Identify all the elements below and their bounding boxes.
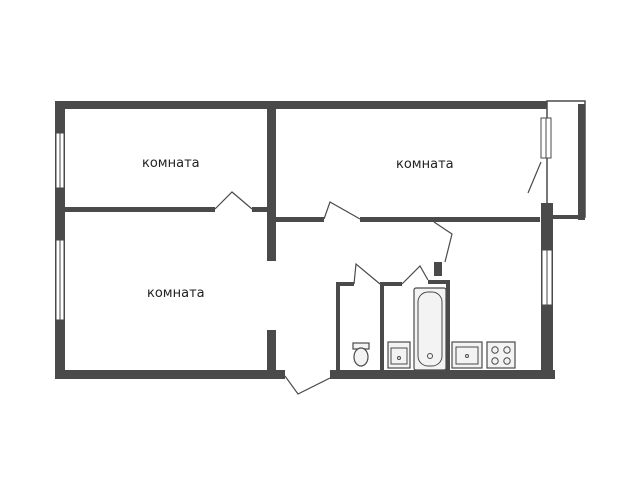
room-label-top-right: комната xyxy=(396,157,454,172)
room-label-bottom-left: комната xyxy=(147,286,205,301)
toilet-icon xyxy=(352,342,370,367)
kitchen-sink-icon xyxy=(451,341,483,369)
windows xyxy=(55,117,553,321)
room-label-top-left: комната xyxy=(142,156,200,171)
sink-icon xyxy=(387,341,411,369)
bathtub-icon xyxy=(413,287,447,371)
outer-walls xyxy=(55,101,555,379)
doors xyxy=(214,161,542,395)
balcony xyxy=(546,100,586,220)
stove-icon xyxy=(486,341,516,369)
interior-walls xyxy=(65,109,540,379)
